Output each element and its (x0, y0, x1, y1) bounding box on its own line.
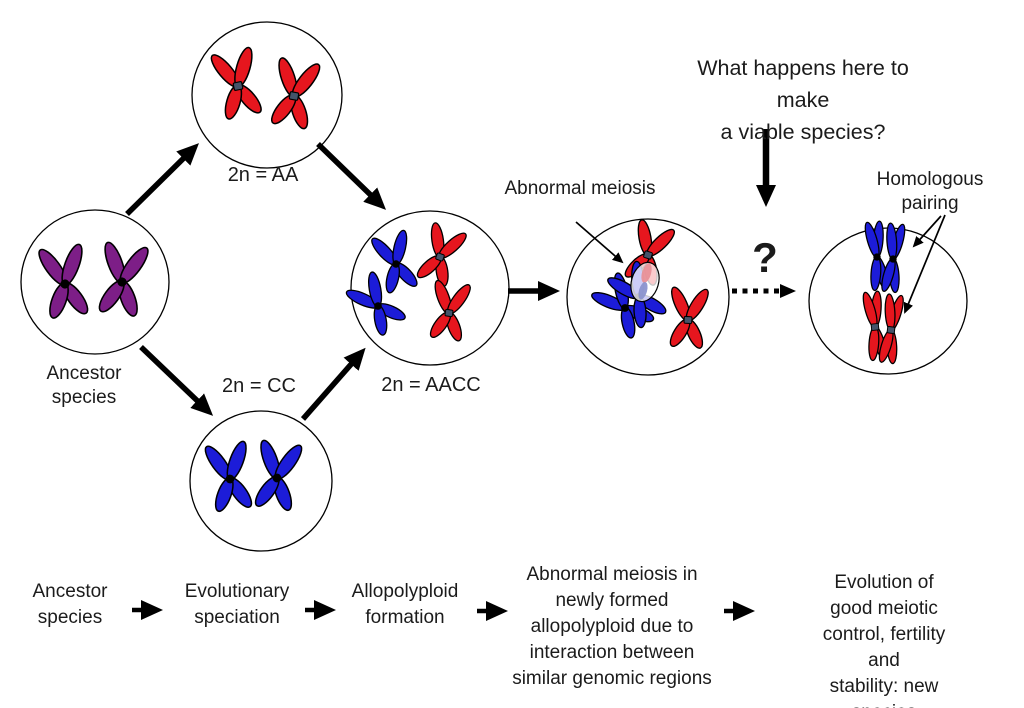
flow-step-allopolyploid: Allopolyploid formation (351, 581, 459, 628)
centromere (374, 302, 382, 310)
centromere (621, 304, 629, 312)
centromere (889, 255, 897, 263)
cell-membrane (189, 410, 333, 552)
cells-layer (20, 21, 968, 552)
red-chromosome (429, 279, 471, 342)
centromere (232, 81, 244, 91)
centromere (272, 473, 282, 483)
centromere (288, 91, 300, 101)
aacc-genome-label: 2n = AACC (381, 374, 481, 396)
arrow-aa-to-aacc (316, 142, 387, 210)
purple-chromosome (38, 243, 89, 319)
question-text: What happens here to make a viable speci… (697, 56, 909, 144)
purple-chromosome (98, 241, 149, 317)
aa-cell (191, 21, 343, 169)
ancestor-species-label: Ancestor species (46, 363, 122, 408)
blue-chromosome (204, 440, 253, 513)
arrow-ancestor-to-aa (125, 143, 199, 216)
arrow-homologous-pointer-blue (912, 215, 942, 248)
centromere (886, 326, 896, 334)
arrows-layer (125, 129, 946, 621)
homologous-cell (808, 220, 968, 375)
flow-step-abnormal-meiosis: Abnormal meiosis in newly formed allopol… (512, 564, 712, 689)
centromere (392, 260, 400, 268)
red-chromosome (878, 293, 904, 365)
flow-step-ancestor: Ancestor species (32, 581, 108, 628)
arrow-ancestor-to-cc (139, 345, 214, 416)
ancestor-cell (20, 209, 170, 355)
cc-cell (189, 410, 333, 552)
blue-strand-fragment (638, 282, 648, 300)
cell-membrane (20, 209, 170, 355)
question-mark: ? (752, 234, 778, 281)
centromere (225, 474, 235, 484)
aa-genome-label: 2n = AA (227, 164, 299, 186)
centromere (643, 250, 653, 260)
homologous-pairing-label: Homologous pairing (876, 169, 984, 214)
blue-chromosome (864, 220, 889, 292)
centromere (435, 252, 445, 262)
centromere (117, 277, 127, 287)
aacc-cell (345, 210, 510, 366)
abnormal-interaction-highlight (630, 261, 660, 303)
centromere (60, 279, 70, 289)
red-chromosome (669, 286, 709, 349)
cc-genome-label: 2n = CC (222, 375, 296, 397)
red-chromosome (270, 57, 321, 130)
arrow-abnormal-pointer (575, 221, 624, 264)
centromere (683, 315, 693, 325)
blue-chromosome (254, 439, 303, 512)
red-chromosome (416, 222, 467, 287)
cell-membrane (191, 21, 343, 169)
flow-step-new-species: Evolution of good meiotic control, ferti… (822, 572, 946, 708)
arrow-homologous-pointer-red (903, 214, 946, 314)
highlight-outline (630, 261, 660, 303)
centromere (870, 323, 880, 331)
abnormal-cell (566, 218, 730, 376)
centromere (873, 253, 881, 261)
blue-chromosome (345, 271, 406, 336)
red-chromosome (210, 46, 262, 120)
blue-chromosome (371, 229, 418, 294)
blue-chromosome (881, 222, 906, 294)
centromere (444, 308, 454, 318)
arrow-cc-to-aacc (300, 347, 366, 421)
red-strand-fragment (641, 263, 652, 283)
abnormal-meiosis-label: Abnormal meiosis (504, 178, 656, 199)
flow-step-speciation: Evolutionary speciation (184, 581, 290, 628)
